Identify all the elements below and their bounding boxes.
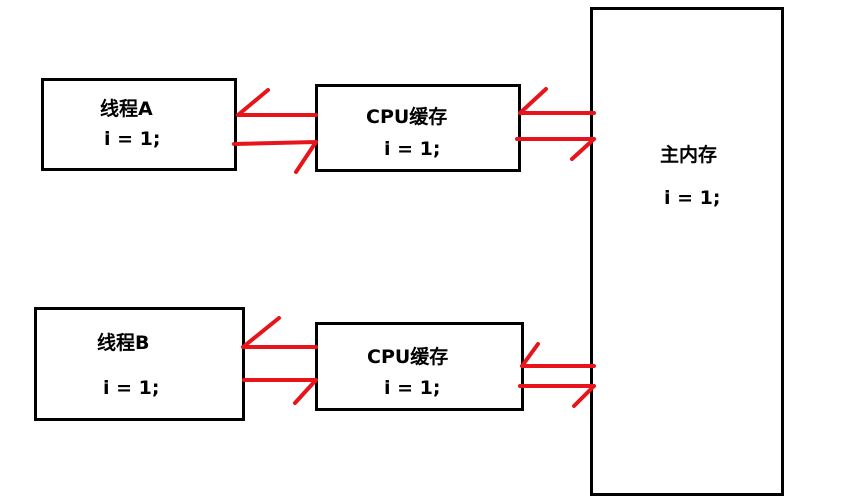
cpu-cache-a-label: CPU缓存 [366,106,448,128]
arrow-cache-a-to-thread-a [236,88,318,117]
main-memory-box [590,7,784,496]
arrow-thread-b-to-cache-b [242,378,318,405]
thread-b-label: 线程B [97,332,150,354]
thread-a-value: i = 1; [104,128,161,150]
arrow-thread-a-to-cache-a [232,140,318,174]
arrow-cache-b-to-thread-b [241,316,318,349]
cpu-cache-b-label: CPU缓存 [367,346,449,368]
thread-a-label: 线程A [100,98,153,120]
cpu-cache-b-value: i = 1; [384,377,441,399]
thread-b-value: i = 1; [103,377,160,399]
arrow-cache-a-to-memory [515,137,596,161]
arrow-memory-to-cache-a [518,87,596,115]
cpu-cache-a-value: i = 1; [384,138,441,160]
cpu-cache-b-box [315,322,524,411]
cpu-cache-a-box [315,84,521,172]
thread-b-box [34,307,245,421]
thread-a-box [41,78,237,171]
main-memory-label: 主内存 [660,144,718,166]
arrow-memory-to-cache-b [520,342,596,368]
arrow-cache-b-to-memory [518,384,596,408]
main-memory-value: i = 1; [664,187,721,209]
